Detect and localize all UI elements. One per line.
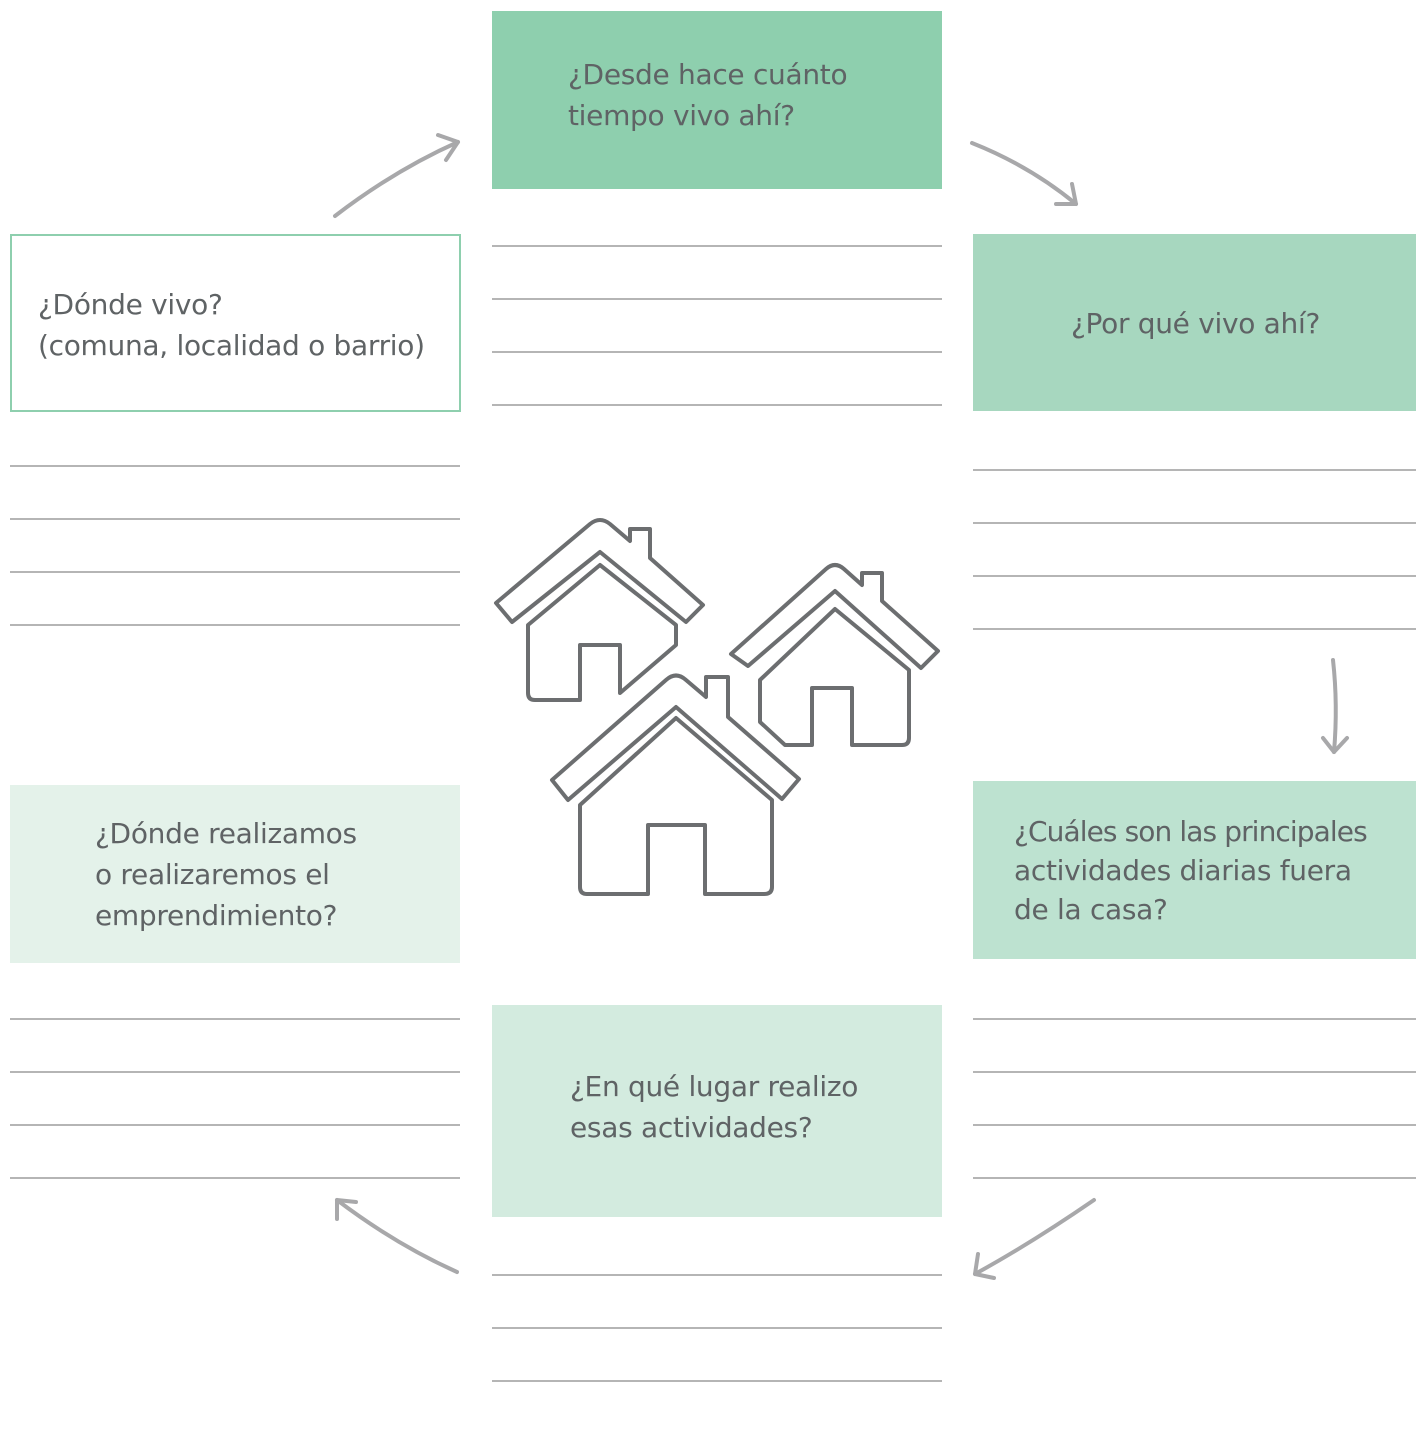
question-line: ¿Dónde realizamos [95, 816, 357, 850]
answer-line[interactable] [492, 1380, 942, 1382]
question-line: tiempo vivo ahí? [568, 99, 795, 132]
houses-icon [494, 518, 940, 896]
question-line: ¿Cuáles son las principales [1014, 814, 1368, 848]
answer-line[interactable] [10, 465, 460, 467]
curved-arrow-icon [973, 1198, 1096, 1280]
question-text: ¿En qué lugar realizo esas actividades? [570, 1066, 858, 1156]
answer-line[interactable] [492, 298, 942, 300]
answer-line[interactable] [10, 571, 460, 573]
answer-line[interactable] [973, 628, 1416, 630]
answer-line[interactable] [973, 1177, 1416, 1179]
house-icon [729, 563, 940, 747]
house-icon [494, 518, 705, 702]
question-line: o realizaremos el [95, 857, 330, 891]
answer-line[interactable] [10, 518, 460, 520]
question-text: ¿Dónde realizamos o realizaremos el empr… [95, 813, 375, 936]
answer-line[interactable] [10, 624, 460, 626]
question-line: de la casa? [1014, 892, 1168, 926]
answer-line[interactable] [492, 1274, 942, 1276]
question-line: (comuna, localidad o barrio) [38, 329, 425, 362]
curved-arrow-icon [333, 133, 460, 218]
answer-line[interactable] [10, 1177, 460, 1179]
house-icon [550, 673, 801, 896]
question-box-business-location: ¿Dónde realizamos o realizaremos el empr… [10, 785, 460, 963]
question-box-where-i-live: ¿Dónde vivo? (comuna, localidad o barrio… [10, 234, 461, 412]
answer-line[interactable] [492, 1327, 942, 1329]
question-box-why-live-there: ¿Por qué vivo ahí? [973, 234, 1416, 411]
question-line: ¿Desde hace cuánto [568, 58, 848, 91]
question-line: actividades diarias fuera [1014, 853, 1352, 887]
question-text: ¿Por qué vivo ahí? [1069, 301, 1320, 344]
curved-arrow-icon [1321, 658, 1349, 754]
answer-line[interactable] [973, 575, 1416, 577]
question-box-daily-activities: ¿Cuáles son las principales actividades … [973, 781, 1416, 959]
question-text: ¿Dónde vivo? (comuna, localidad o barrio… [38, 280, 425, 366]
answer-line[interactable] [973, 1071, 1416, 1073]
curved-arrow-icon [335, 1198, 459, 1274]
answer-line[interactable] [973, 1124, 1416, 1126]
answer-line[interactable] [973, 522, 1416, 524]
question-text: ¿Cuáles son las principales actividades … [1014, 812, 1384, 929]
answer-line[interactable] [973, 1018, 1416, 1020]
question-line: emprendimiento? [95, 898, 338, 932]
question-text: ¿Desde hace cuánto tiempo vivo ahí? [568, 54, 863, 136]
answer-line[interactable] [10, 1124, 460, 1126]
question-box-time-living: ¿Desde hace cuánto tiempo vivo ahí? [492, 11, 942, 189]
question-line: ¿Dónde vivo? [38, 288, 223, 321]
answer-line[interactable] [492, 245, 942, 247]
curved-arrow-icon [970, 141, 1078, 206]
answer-line[interactable] [973, 469, 1416, 471]
answer-line[interactable] [10, 1018, 460, 1020]
question-line: ¿En qué lugar realizo [570, 1070, 859, 1103]
answer-line[interactable] [10, 1071, 460, 1073]
answer-line[interactable] [492, 404, 942, 406]
answer-line[interactable] [492, 351, 942, 353]
question-line: esas actividades? [570, 1111, 813, 1144]
question-box-activity-place: ¿En qué lugar realizo esas actividades? [492, 1005, 942, 1217]
question-line: ¿Por qué vivo ahí? [1070, 307, 1321, 340]
